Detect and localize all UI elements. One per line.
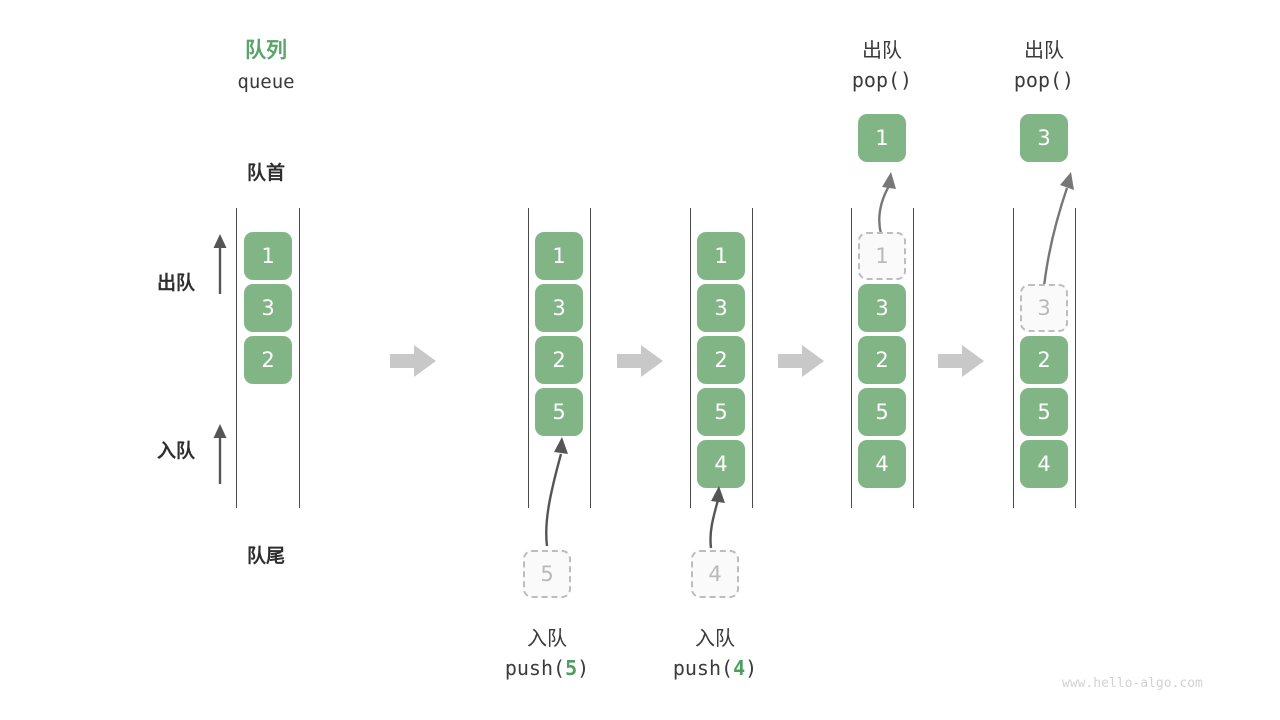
queue-cell: 1 [535,232,583,280]
push-op-code-suffix: ) [577,656,590,680]
enqueue-arrow-icon [213,424,227,484]
popped-ghost-cell: 3 [1020,284,1068,332]
step-arrow-icon [390,345,436,377]
push-op-code: push(4) [645,656,785,680]
queue-rail-right-3 [752,208,753,508]
incoming-ghost-cell: 4 [691,550,739,598]
queue-cell: 2 [535,336,583,384]
step-arrow-icon [938,345,984,377]
push-op-code: push(5) [477,656,617,680]
queue-cell: 5 [697,388,745,436]
pop-op-label: 出队 [1024,38,1064,62]
queue-cell: 2 [697,336,745,384]
queue-rail-right-4 [913,208,914,508]
popped-cell: 3 [1020,114,1068,162]
push-op-code-prefix: push( [672,656,734,680]
queue-cell: 3 [697,284,745,332]
queue-cell: 4 [1020,440,1068,488]
queue-cell: 3 [535,284,583,332]
queue-cell: 5 [858,388,906,436]
queue-cell: 1 [244,232,292,280]
queue-cell: 2 [858,336,906,384]
queue-title-en: queue [237,71,295,93]
queue-rail-left-4 [851,208,852,508]
push-op-label: 入队 [527,626,567,650]
front-label: 队首 [246,162,285,184]
queue-title-cn: 队列 [245,38,287,62]
queue-cell: 2 [1020,336,1068,384]
push-op-code-prefix: push( [504,656,566,680]
queue-cell: 4 [858,440,906,488]
incoming-ghost-cell: 5 [523,550,571,598]
queue-rail-right-5 [1075,208,1076,508]
queue-cell: 1 [697,232,745,280]
queue-rail-left-1 [236,208,237,508]
watermark: www.hello-algo.com [1062,676,1203,691]
step-arrow-icon [778,345,824,377]
queue-rail-left-5 [1013,208,1014,508]
queue-cell: 3 [244,284,292,332]
push-op-code-suffix: ) [745,656,758,680]
push-arrow-icon [545,437,568,547]
push-op-code-arg: 4 [733,656,746,680]
queue-cell: 4 [697,440,745,488]
pop-arrow-icon [1041,172,1074,297]
queue-cell: 5 [1020,388,1068,436]
popped-cell: 1 [858,114,906,162]
pop-op-label: 出队 [862,38,902,62]
popped-ghost-cell: 1 [858,232,906,280]
pop-arrow-icon [878,172,896,235]
push-arrow-icon [709,486,725,549]
dequeue-side-label: 出队 [156,272,195,294]
pop-op-code: pop() [851,68,913,92]
pop-op-code: pop() [1013,68,1075,92]
queue-rail-right-1 [299,208,300,508]
queue-cell: 2 [244,336,292,384]
rear-label: 队尾 [246,545,285,567]
dequeue-arrow-icon [213,234,227,294]
queue-rail-left-2 [528,208,529,508]
push-op-label: 入队 [695,626,735,650]
queue-rail-right-2 [590,208,591,508]
push-op-code-arg: 5 [565,656,578,680]
step-arrow-icon [617,345,663,377]
queue-cell: 5 [535,388,583,436]
enqueue-side-label: 入队 [156,440,195,462]
queue-cell: 3 [858,284,906,332]
queue-rail-left-3 [690,208,691,508]
